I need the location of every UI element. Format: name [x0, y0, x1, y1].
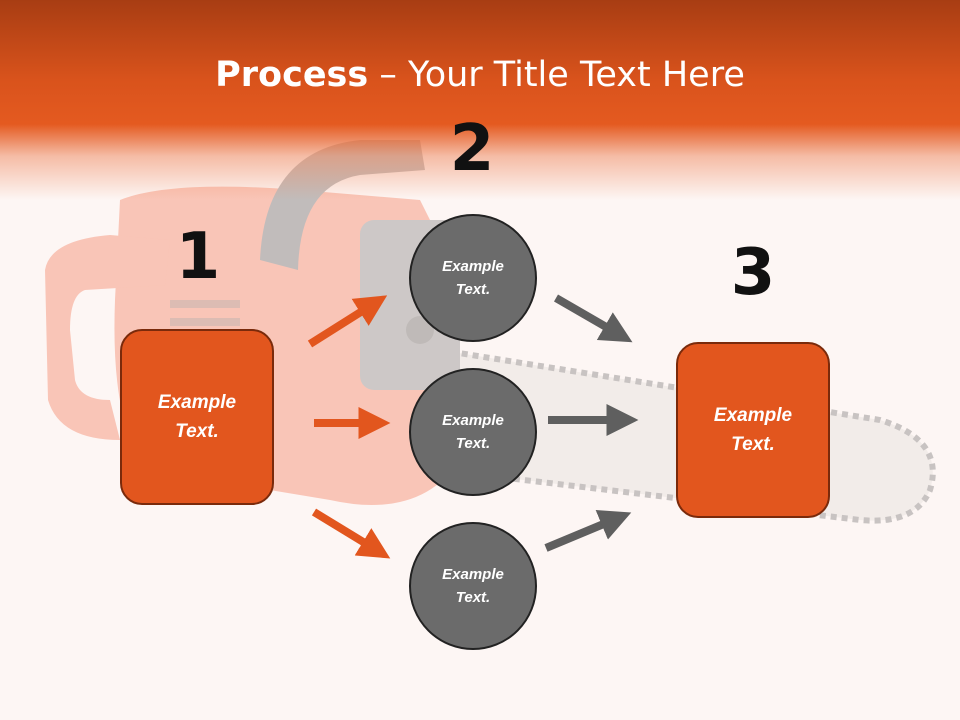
- step-number-2: 2: [449, 112, 495, 186]
- circle-bottom-text: Example Text.: [442, 566, 504, 606]
- slide-title: Process – Your Title Text Here: [0, 52, 960, 98]
- circle-middle-text: Example Text.: [442, 412, 504, 452]
- arrow-orange-up: [307, 295, 388, 348]
- arrow-gray-down: [553, 294, 633, 343]
- arrow-gray-up: [544, 510, 632, 552]
- title-rest: – Your Title Text Here: [368, 55, 745, 95]
- step-3-text: Example Text.: [713, 405, 793, 455]
- step-1-text: Example Text.: [157, 392, 237, 442]
- step-1-box: Example Text.: [120, 329, 274, 505]
- circle-top-text: Example Text.: [442, 258, 504, 298]
- title-bold: Process: [215, 55, 369, 95]
- arrow-orange-down: [311, 508, 391, 559]
- step-3-box: Example Text.: [676, 342, 830, 518]
- step-2-circle-middle: Example Text.: [409, 368, 537, 496]
- title-bar: [0, 0, 960, 200]
- step-2-circle-top: Example Text.: [409, 214, 537, 342]
- step-number-3: 3: [730, 236, 776, 310]
- step-number-1: 1: [175, 220, 221, 294]
- step-2-circle-bottom: Example Text.: [409, 522, 537, 650]
